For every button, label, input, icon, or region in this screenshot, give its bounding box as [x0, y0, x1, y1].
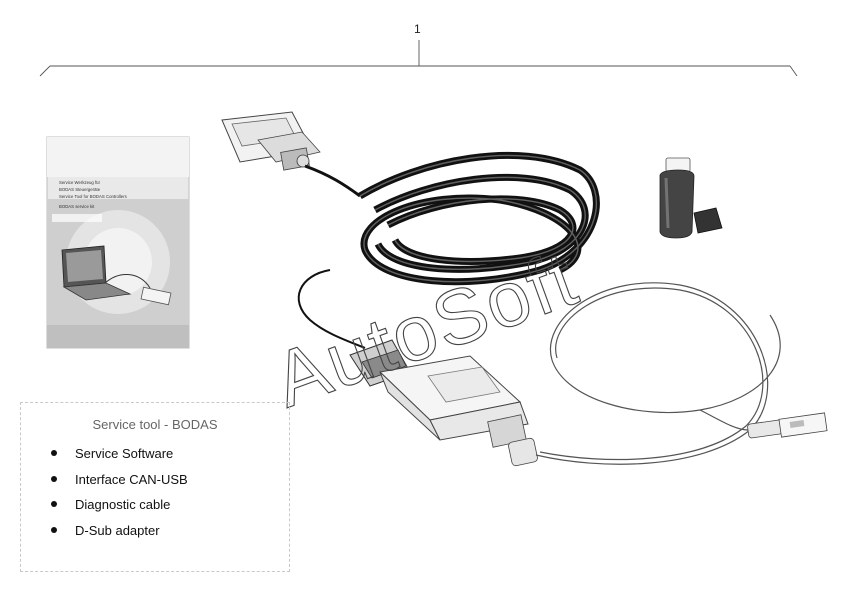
info-box: Service tool - BODAS Service Software In… — [20, 402, 290, 572]
bullet-icon — [51, 501, 57, 507]
list-item-label: Diagnostic cable — [75, 497, 171, 512]
usb-plug — [747, 412, 828, 439]
manual-text-1: Service Werkzeug für — [59, 180, 101, 185]
component-list: Service Software Interface CAN-USB Diagn… — [51, 445, 188, 547]
list-item: Service Software — [51, 445, 188, 471]
info-box-title: Service tool - BODAS — [92, 417, 218, 432]
bullet-icon — [51, 450, 57, 456]
usb-cable — [535, 282, 781, 465]
bullet-icon — [51, 526, 57, 533]
dsub-connector-top — [221, 111, 321, 171]
callout-number: 1 — [414, 22, 421, 36]
list-item-label: D-Sub adapter — [75, 522, 160, 538]
manual-text-4: BODAS service kit — [59, 204, 95, 209]
manual-text-3: Service Tool for BODAS Controllers — [59, 194, 127, 199]
list-item: Interface CAN-USB — [51, 471, 188, 497]
list-item-label: Service Software — [75, 446, 174, 461]
callout-bracket — [39, 40, 798, 77]
manual-booklet: Service Werkzeug für BODAS Steuergeräte … — [46, 136, 190, 349]
can-usb-interface — [349, 339, 538, 467]
list-item: Diagnostic cable — [51, 496, 188, 522]
bullet-icon — [51, 475, 57, 482]
diagnostic-cable — [221, 111, 600, 349]
list-item-label: Interface CAN-USB — [75, 471, 188, 487]
usb-stick — [659, 157, 723, 239]
manual-text-2: BODAS Steuergeräte — [59, 187, 101, 192]
list-item: D-Sub adapter — [51, 522, 188, 548]
